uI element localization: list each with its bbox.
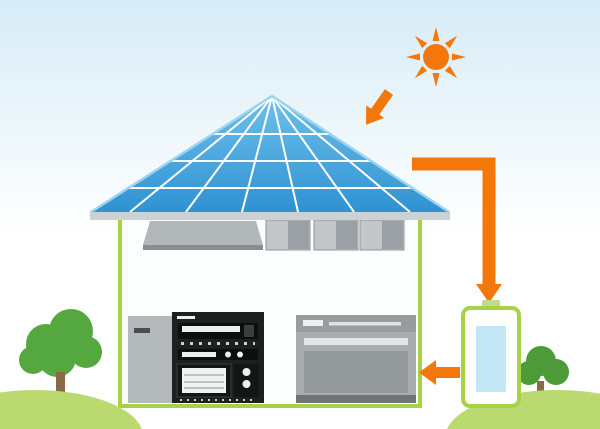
dishwasher [296, 315, 416, 403]
solar-panels [91, 96, 449, 212]
display-panel [178, 349, 258, 360]
cabinet [128, 316, 172, 403]
tree-left [19, 309, 102, 405]
microwave-door [176, 363, 232, 398]
tree-trunk [56, 372, 65, 405]
stereo-unit [172, 312, 264, 403]
hill-right [447, 390, 600, 429]
hill-left [0, 390, 142, 429]
knob [242, 368, 251, 376]
battery [461, 300, 521, 408]
dishwasher-vent [329, 322, 401, 326]
house [118, 215, 422, 408]
dishwasher-handle [304, 338, 408, 345]
flow-roof-to-battery [412, 157, 502, 303]
knob [242, 380, 251, 388]
window [313, 219, 359, 251]
dishwasher-door [304, 351, 408, 393]
battery-cell [476, 326, 506, 392]
roof-eave [90, 211, 450, 220]
arrow-sun-to-panels [366, 89, 394, 125]
dishwasher-button [303, 320, 323, 326]
cabinet-handle [134, 328, 150, 333]
window [265, 219, 311, 251]
control-panel [234, 364, 259, 397]
arrow-battery-to-house [419, 360, 460, 385]
sun-core [423, 44, 449, 70]
window [359, 219, 405, 251]
roof-edge-highlight [90, 94, 450, 214]
dishwasher-kick [296, 395, 416, 403]
range-hood [143, 221, 263, 250]
sun-icon [406, 27, 466, 87]
vent-slot [177, 316, 195, 319]
